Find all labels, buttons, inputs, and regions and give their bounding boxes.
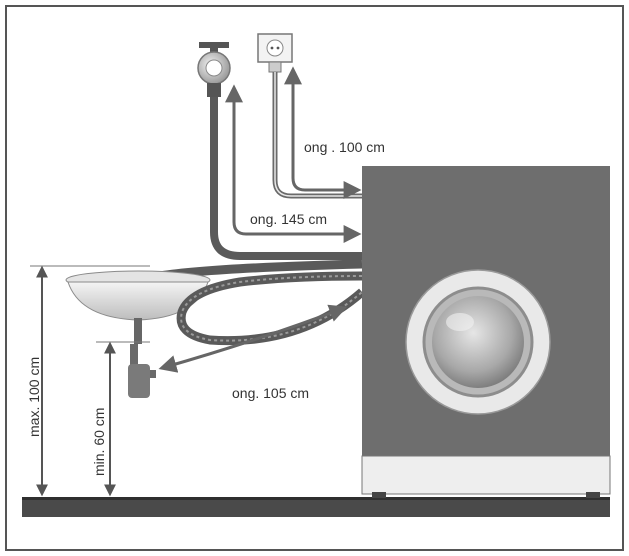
washing-machine [361,166,611,498]
outlet-length-label: ong . 100 cm [304,139,385,155]
drain-length-label: ong. 105 cm [232,385,309,401]
drain-range-arrow [158,304,348,373]
water-tap-icon [197,42,231,97]
inlet-range-arrow [225,84,362,243]
min-height-label: min. 60 cm [91,408,107,476]
inlet-length-label: ong. 145 cm [250,211,327,227]
max-height-dimension [30,265,150,497]
floor [22,497,610,517]
max-height-label: max. 100 cm [26,357,42,437]
min-height-dimension [96,341,150,497]
inlet-hose [210,97,362,260]
power-outlet-icon [257,33,293,73]
floor-edge [22,497,610,500]
